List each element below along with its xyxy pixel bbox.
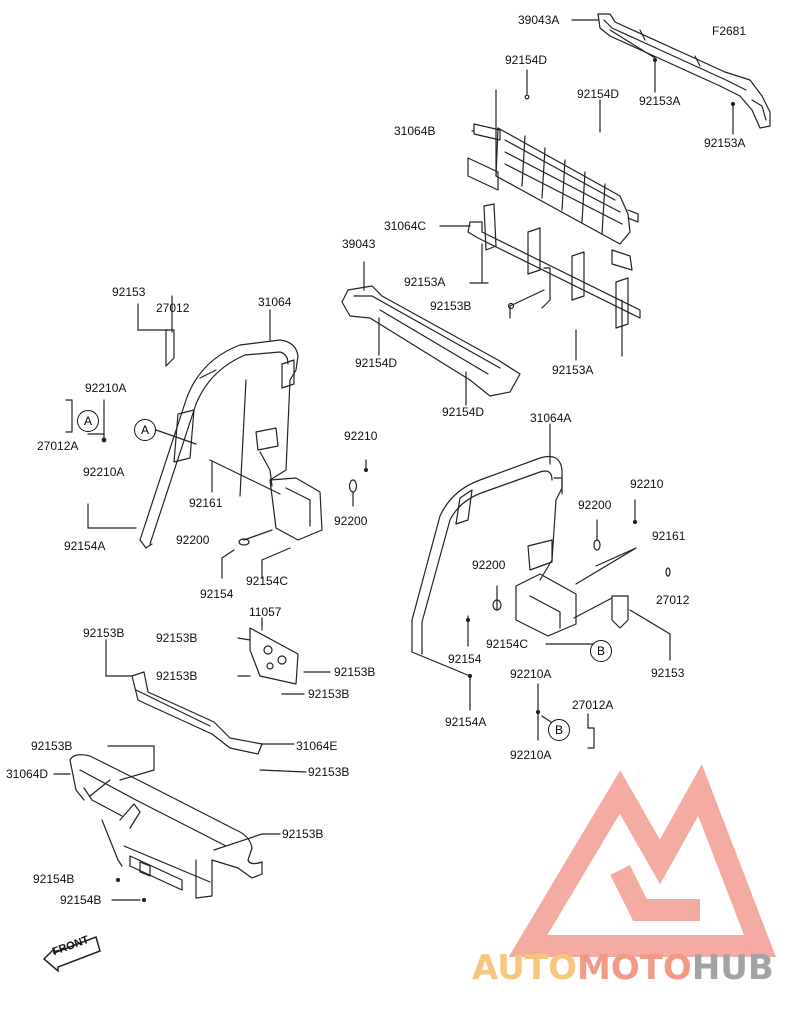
part-label-92154B[interactable]: 92154B: [60, 893, 102, 907]
part-label-92161[interactable]: 92161: [189, 496, 223, 510]
part-label-92153B[interactable]: 92153B: [156, 631, 198, 645]
part-label-39043[interactable]: 39043: [342, 237, 376, 251]
part-label-92161[interactable]: 92161: [652, 529, 686, 543]
part-label-92210A[interactable]: 92210A: [510, 667, 552, 681]
watermark-text: AUTOMOTOHUB: [472, 948, 774, 988]
part-label-92154B[interactable]: 92154B: [33, 872, 75, 886]
part-label-27012[interactable]: 27012: [156, 301, 190, 315]
part-label-92154A[interactable]: 92154A: [445, 715, 487, 729]
part-label-92154D[interactable]: 92154D: [577, 87, 620, 101]
part-label-92210A[interactable]: 92210A: [83, 465, 125, 479]
callout-b: B: [548, 719, 570, 741]
part-label-92153A[interactable]: 92153A: [552, 363, 594, 377]
part-label-92153A[interactable]: 92153A: [404, 275, 446, 289]
part-39043-bar: [341, 285, 521, 397]
part-label-92154D[interactable]: 92154D: [505, 53, 548, 67]
part-label-92154[interactable]: 92154: [448, 652, 482, 666]
part-label-39043A[interactable]: 39043A: [518, 13, 560, 27]
callout-a: A: [134, 419, 156, 441]
callout-a: A: [77, 410, 99, 432]
part-label-31064[interactable]: 31064: [258, 295, 292, 309]
watermark-part-3: HUB: [691, 948, 774, 988]
part-label-31064C[interactable]: 31064C: [384, 219, 427, 233]
part-label-27012A[interactable]: 27012A: [572, 698, 614, 712]
part-label-92153A[interactable]: 92153A: [639, 94, 681, 108]
part-31064B-screen: [467, 123, 639, 271]
part-label-92210[interactable]: 92210: [344, 429, 378, 443]
front-arrow-icon: [42, 936, 101, 973]
part-label-92153B[interactable]: 92153B: [308, 765, 350, 779]
figure-id: F2681: [712, 24, 747, 38]
part-label-27012[interactable]: 27012: [656, 593, 690, 607]
part-label-92153[interactable]: 92153: [651, 666, 685, 680]
part-11057-plate: [249, 627, 299, 685]
watermark-part-1: AUTO: [472, 948, 577, 988]
part-label-92153[interactable]: 92153: [112, 285, 146, 299]
part-label-31064B[interactable]: 31064B: [394, 124, 436, 138]
part-label-92154A[interactable]: 92154A: [64, 539, 106, 553]
part-31064C-rail: [467, 203, 641, 329]
watermark-part-2: MOTO: [576, 948, 692, 988]
part-label-92153B[interactable]: 92153B: [282, 827, 324, 841]
part-31064A-cage: [411, 455, 577, 677]
part-label-92153B[interactable]: 92153B: [308, 687, 350, 701]
part-label-31064D[interactable]: 31064D: [6, 767, 49, 781]
part-label-92153B[interactable]: 92153B: [83, 626, 125, 640]
part-label-92153B[interactable]: 92153B: [31, 739, 73, 753]
part-label-92210A[interactable]: 92210A: [85, 381, 127, 395]
part-label-92210A[interactable]: 92210A: [510, 748, 552, 762]
part-31064D-bumper: [69, 754, 263, 899]
part-label-92200[interactable]: 92200: [176, 533, 210, 547]
part-label-27012A[interactable]: 27012A: [37, 439, 79, 453]
part-label-92154C[interactable]: 92154C: [486, 637, 529, 651]
callout-b: B: [590, 640, 612, 662]
part-label-11057[interactable]: 11057: [249, 605, 282, 619]
part-31064E-bar: [131, 671, 263, 755]
part-label-92154D[interactable]: 92154D: [355, 356, 398, 370]
watermark-logo: [508, 764, 777, 957]
part-31064-cage: [139, 339, 323, 549]
part-label-92153B[interactable]: 92153B: [334, 665, 376, 679]
part-label-92154[interactable]: 92154: [200, 587, 234, 601]
part-label-92154D[interactable]: 92154D: [442, 405, 485, 419]
part-label-31064A[interactable]: 31064A: [530, 411, 572, 425]
part-label-92153B[interactable]: 92153B: [156, 669, 198, 683]
part-label-92153A[interactable]: 92153A: [704, 136, 746, 150]
part-label-92153B[interactable]: 92153B: [430, 299, 472, 313]
part-label-92200[interactable]: 92200: [334, 514, 368, 528]
part-label-92200[interactable]: 92200: [472, 558, 506, 572]
part-label-31064E[interactable]: 31064E: [296, 739, 338, 753]
part-label-92200[interactable]: 92200: [578, 498, 612, 512]
part-label-92210[interactable]: 92210: [630, 477, 664, 491]
part-label-92154C[interactable]: 92154C: [246, 574, 289, 588]
